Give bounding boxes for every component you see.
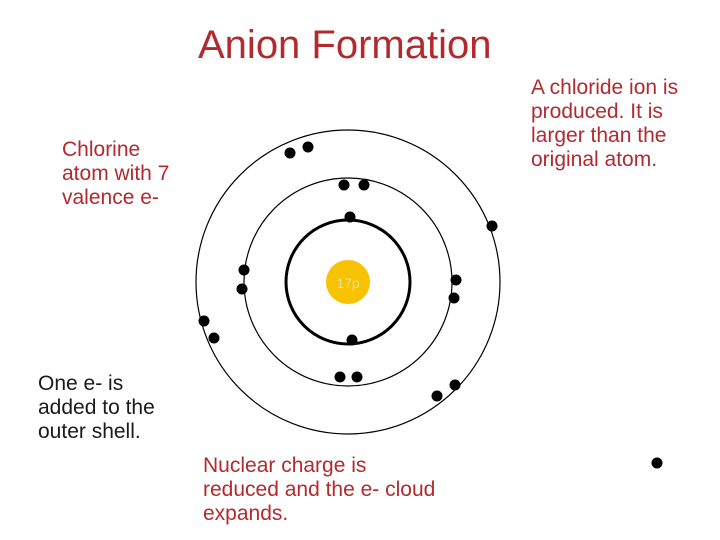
electron	[352, 372, 363, 383]
electron	[487, 221, 498, 232]
chlorine-atom-label: Chlorine atom with 7 valence e-	[62, 138, 212, 210]
electron-added-label: One e- is added to the outer shell.	[38, 372, 188, 444]
electron	[449, 293, 460, 304]
electron	[237, 284, 248, 295]
electron	[303, 142, 314, 153]
electron	[239, 265, 250, 276]
electron	[285, 148, 296, 159]
chloride-ion-label: A chloride ion is produced. It is larger…	[531, 76, 716, 172]
added-electron	[652, 458, 663, 469]
electron	[347, 335, 358, 346]
electron	[450, 380, 461, 391]
nuclear-charge-label: Nuclear charge is reduced and the e- clo…	[203, 454, 503, 526]
electron	[359, 180, 370, 191]
electron	[345, 212, 356, 223]
electron	[432, 391, 443, 402]
electron	[209, 333, 220, 344]
electron	[451, 275, 462, 286]
nucleus-label: 17p	[336, 275, 360, 291]
electron	[199, 316, 210, 327]
electron	[339, 180, 350, 191]
electron	[335, 372, 346, 383]
